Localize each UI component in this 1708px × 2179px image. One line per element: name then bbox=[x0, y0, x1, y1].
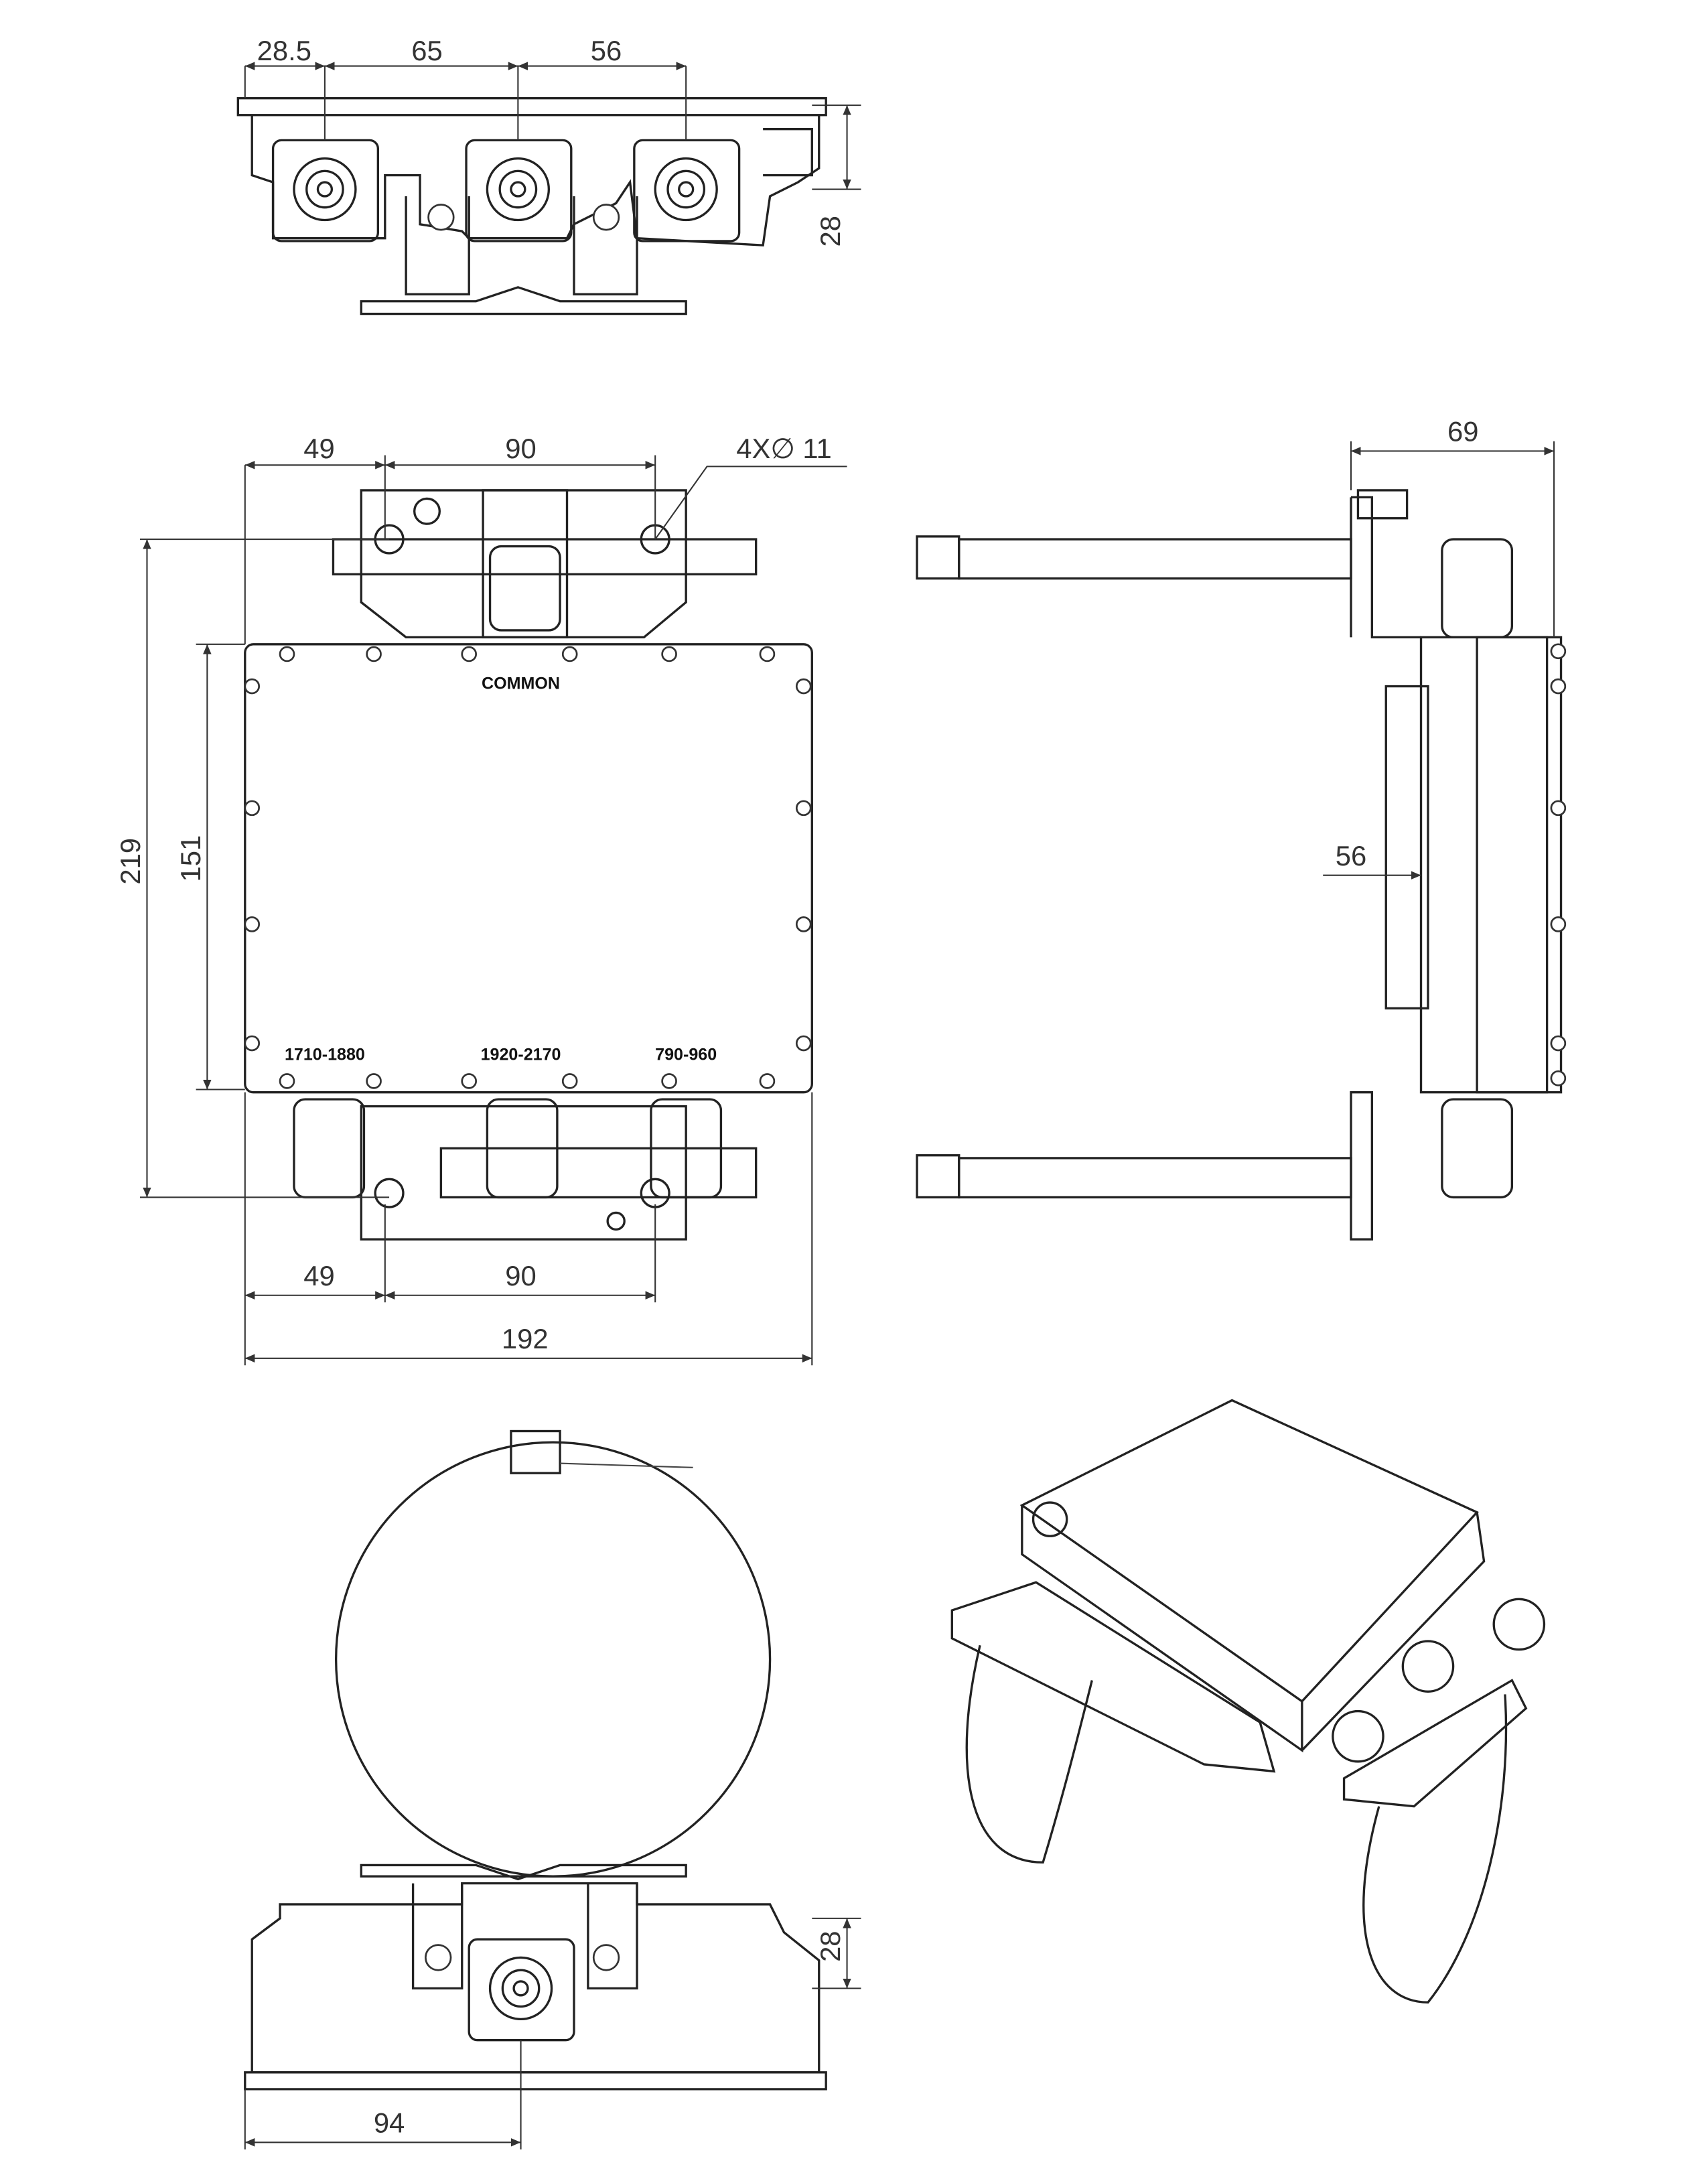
dim-65: 65 bbox=[411, 35, 443, 66]
front-view: COMMON 1710-1880 1920-2170 790-960 49 90… bbox=[115, 433, 847, 1366]
dim-219: 219 bbox=[115, 838, 146, 885]
bottom-view: 94 28 bbox=[244, 1429, 861, 2150]
connector-bottom bbox=[468, 1938, 575, 2042]
label-port-1710-1880: 1710-1880 bbox=[285, 1046, 365, 1064]
top-view: 28.5 65 56 28 bbox=[236, 35, 861, 315]
dim-94: 94 bbox=[374, 2107, 405, 2139]
side-view: 69 56 bbox=[916, 416, 1567, 1241]
dim-192: 192 bbox=[502, 1323, 549, 1354]
dim-151: 151 bbox=[175, 835, 206, 882]
dim-28-bottom: 28 bbox=[814, 1930, 846, 1962]
dim-49-top: 49 bbox=[303, 433, 334, 464]
connector-left bbox=[271, 139, 380, 242]
dim-49-bottom: 49 bbox=[303, 1260, 334, 1291]
body-bolts bbox=[244, 646, 812, 1089]
dim-28-top: 28 bbox=[814, 216, 846, 247]
connector-right bbox=[633, 139, 741, 242]
dim-56: 56 bbox=[591, 35, 622, 66]
connector-middle bbox=[465, 139, 573, 242]
label-common: COMMON bbox=[482, 675, 560, 693]
dim-hole-diameter: 4X∅ 11 bbox=[736, 433, 832, 464]
dim-28-5: 28.5 bbox=[257, 35, 311, 66]
dim-90-bottom: 90 bbox=[505, 1260, 537, 1291]
label-port-1920-2170: 1920-2170 bbox=[481, 1046, 561, 1064]
dim-90-top: 90 bbox=[505, 433, 537, 464]
isometric-view bbox=[950, 1399, 1546, 2004]
dim-69: 69 bbox=[1447, 416, 1479, 447]
dim-56-side: 56 bbox=[1336, 840, 1367, 871]
label-port-790-960: 790-960 bbox=[655, 1046, 717, 1064]
